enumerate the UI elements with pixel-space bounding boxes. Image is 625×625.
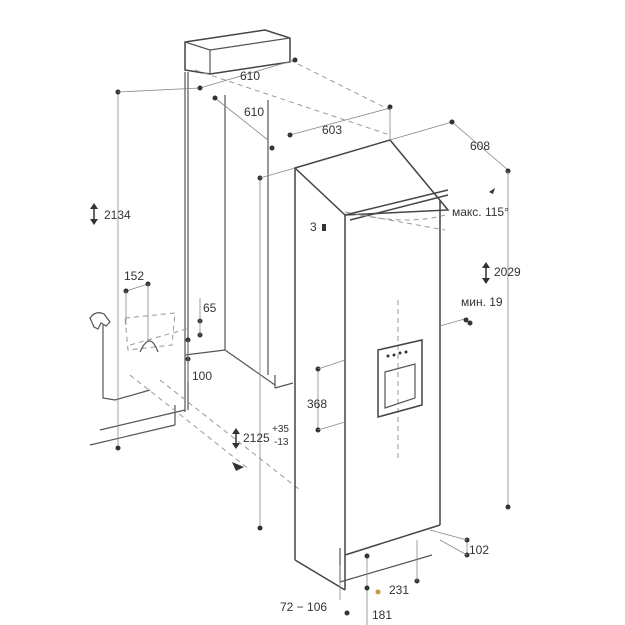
top-trim [184,29,291,75]
water-tap-icon [89,312,111,330]
height-arrows [90,203,490,471]
dim-niche-width: 610 [240,69,261,83]
door-swing-arrow [489,188,495,194]
dim-water-conn-width: 152 [124,269,145,283]
dim-gap-top: 3 [310,220,317,234]
dim-tol-minus: -13 [274,437,289,448]
dim-niche-depth: 610 [244,105,265,119]
dim-appliance-height: 2029 [494,265,521,279]
door-swing-arc [359,214,446,221]
dim-niche-height: 2134 [104,208,131,222]
niche-outline [89,59,391,491]
refrigerator [293,139,450,591]
dim-plinth-height-range: 72 − 106 [280,600,328,614]
dim-appliance-width: 603 [322,123,343,137]
dim-plinth-offset: 181 [372,608,393,622]
dim-appliance-depth: 608 [470,139,491,153]
dim-water-conn-height: 100 [192,369,213,383]
dimension-lines [115,57,511,625]
dim-plinth-depth: 231 [389,583,410,597]
gap-marker [322,224,326,231]
dim-tol-plus: +35 [272,424,289,435]
dim-water-conn-offset: 65 [203,301,217,315]
dim-dispenser-height: 368 [307,397,328,411]
dim-niche-height-range: 2125 [243,431,270,445]
dim-base-depth: 102 [469,543,490,557]
dim-door-opening: макс. 115° [452,205,509,219]
water-dispenser [377,339,423,418]
dim-min-side-gap: мин. 19 [461,295,503,309]
